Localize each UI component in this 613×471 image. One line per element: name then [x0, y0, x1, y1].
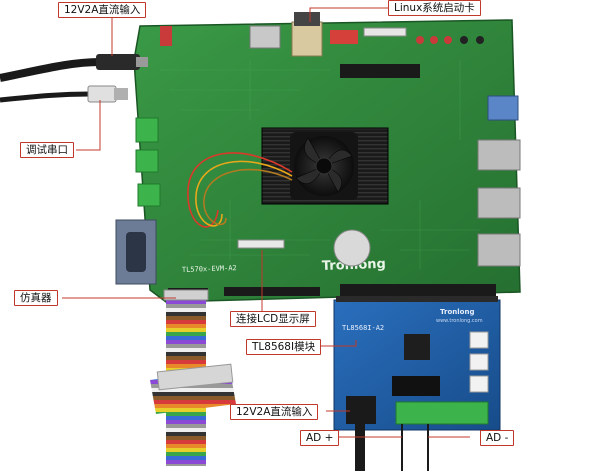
label-debug-uart: 调试串口 [20, 142, 74, 158]
label-ad-plus: AD + [300, 430, 340, 446]
power-cable [0, 58, 101, 82]
coin-battery [333, 229, 371, 267]
adc-chip [404, 334, 430, 360]
usb-plug [87, 85, 117, 103]
module-dc-jack [346, 396, 376, 424]
module-silk-text: TL8568I-A2 [342, 324, 384, 332]
terminal-left-3 [137, 183, 161, 207]
ethernet-port-1 [477, 139, 521, 171]
bottom-pin-header [224, 287, 320, 296]
module-url-text: www.tronlong.com [436, 318, 483, 324]
core-silk-text: TL570x-EVM-A2 [182, 264, 237, 274]
dc-jack-plug [96, 54, 140, 70]
module-terminal-block [395, 401, 489, 425]
label-ad-minus: AD - [480, 430, 515, 446]
push-buttons [416, 36, 484, 44]
module-brand-text: Tronlong [440, 308, 474, 316]
sd-card-inserted [294, 12, 320, 26]
module-header [340, 284, 496, 296]
label-power-input: 12V2A直流输入 [58, 2, 147, 18]
dip-switch [330, 30, 358, 44]
terminal-left-1 [135, 117, 159, 143]
label-linux-boot-card: Linux系统启动卡 [388, 0, 481, 16]
label-lcd-connector: 连接LCD显示屏 [230, 311, 316, 327]
terminal-left-2 [135, 149, 159, 173]
power-switch [160, 26, 172, 46]
module-header-base [336, 296, 498, 302]
ribbon-connector-top [163, 289, 209, 301]
ethernet-port-2 [477, 187, 521, 219]
top-header [363, 27, 407, 37]
usb-serial-cable [0, 91, 91, 103]
fan-wires [187, 152, 293, 228]
module-ic-row [392, 376, 440, 396]
ethernet-port-3 [477, 233, 521, 267]
ribbon-connector-bottom [156, 363, 234, 391]
module-connectors [469, 331, 489, 393]
sd-card-slot [291, 21, 323, 57]
pcie-slot [340, 64, 420, 78]
usb-connector [249, 25, 281, 49]
label-emulator: 仿真器 [14, 290, 58, 306]
label-adc-module: TL8568I模块 [246, 339, 322, 355]
usb3-port [487, 95, 519, 121]
label-module-power-input: 12V2A直流输入 [230, 404, 319, 420]
lcd-fpc-connector [237, 239, 285, 249]
